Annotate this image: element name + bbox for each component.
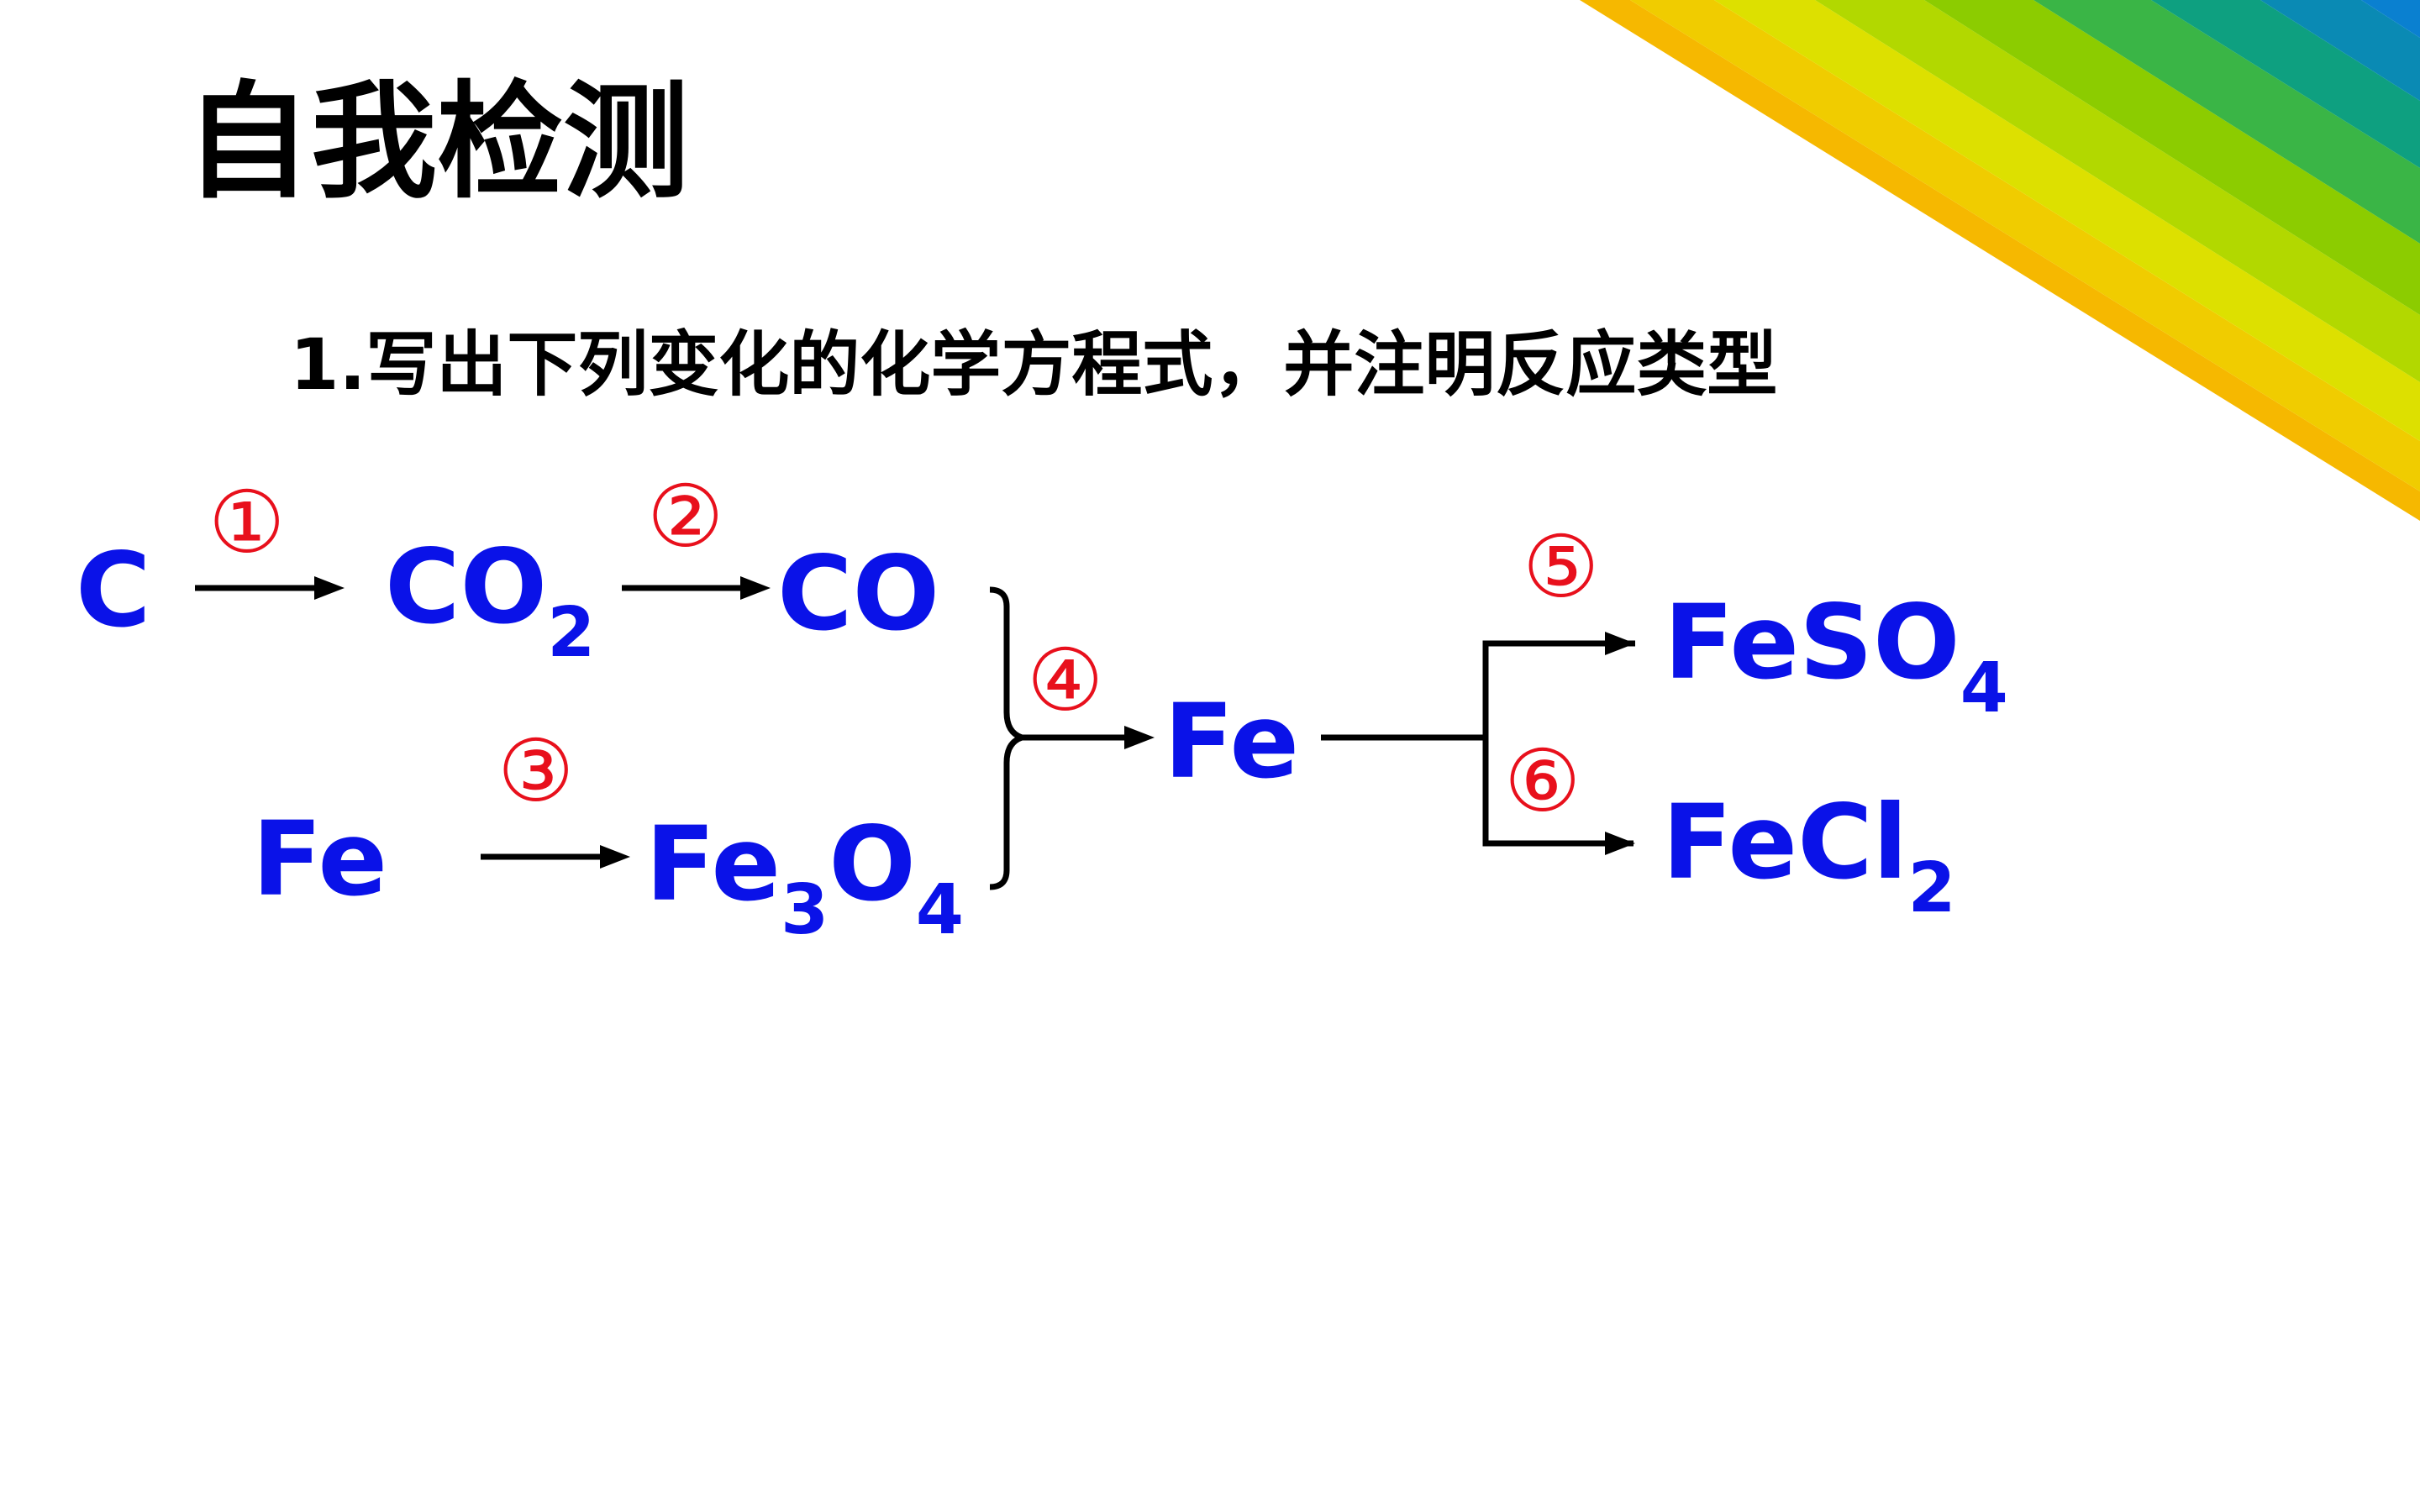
stripe-7 [2151,0,2420,168]
species-fe3o4: Fe3O4 [645,813,964,945]
brace [989,586,1032,890]
stripe-6 [2033,0,2420,244]
step-4-number: ④ [1027,631,1104,731]
stripe-4 [1815,0,2420,382]
species-fe3o4-fe: Fe [645,805,781,924]
stripe-1 [1580,0,2420,521]
step-3-number: ③ [497,722,575,822]
step-2-number: ② [647,467,724,567]
split-bracket [1482,640,1635,847]
stripe-5 [1924,0,2420,315]
step-6-number: ⑥ [1504,732,1581,832]
page-title: 自我检测 [185,70,690,216]
species-fe-start: Fe [252,808,387,911]
stripe-9 [2361,0,2420,38]
species-fecl2-label: FeCl [1662,783,1908,902]
species-c-label: C [76,531,151,650]
species-co2-subscript: 2 [547,593,596,673]
question-text: 1.写出下列变化的化学方程式，并注明反应类型 [290,323,1778,406]
species-feso4: FeSO4 [1664,591,2008,723]
species-feso4-label: FeSO [1664,583,1960,702]
species-c: C [76,539,151,642]
arrow-5-head [1605,632,1635,655]
species-fecl2: FeCl2 [1662,791,1956,923]
species-feso4-subscript: 4 [1960,648,2008,728]
species-fecl2-subscript: 2 [1907,848,1956,928]
species-co-label: CO [777,534,940,654]
stripe-2 [1630,0,2420,491]
species-co: CO [777,543,939,645]
stripe-3 [1714,0,2420,441]
species-co2-label: CO [385,528,548,647]
species-fe3o4-subscript-3: 3 [781,870,829,950]
stripe-8 [2260,0,2420,101]
species-fe3o4-subscript-4: 4 [915,870,964,950]
species-fe-mid-label: Fe [1164,682,1300,801]
arrow-6-head [1605,832,1635,855]
species-fe-start-label: Fe [252,800,388,919]
arrow-2-head [740,576,771,600]
step-1-number: ① [208,473,286,573]
species-co2: CO2 [385,536,595,668]
step-5-number: ⑤ [1523,517,1600,617]
species-fe-mid: Fe [1164,690,1299,793]
arrow-4-head [1124,726,1155,749]
species-fe3o4-o: O [829,805,916,924]
arrow-1-head [314,576,345,600]
arrow-3-head [600,845,630,869]
